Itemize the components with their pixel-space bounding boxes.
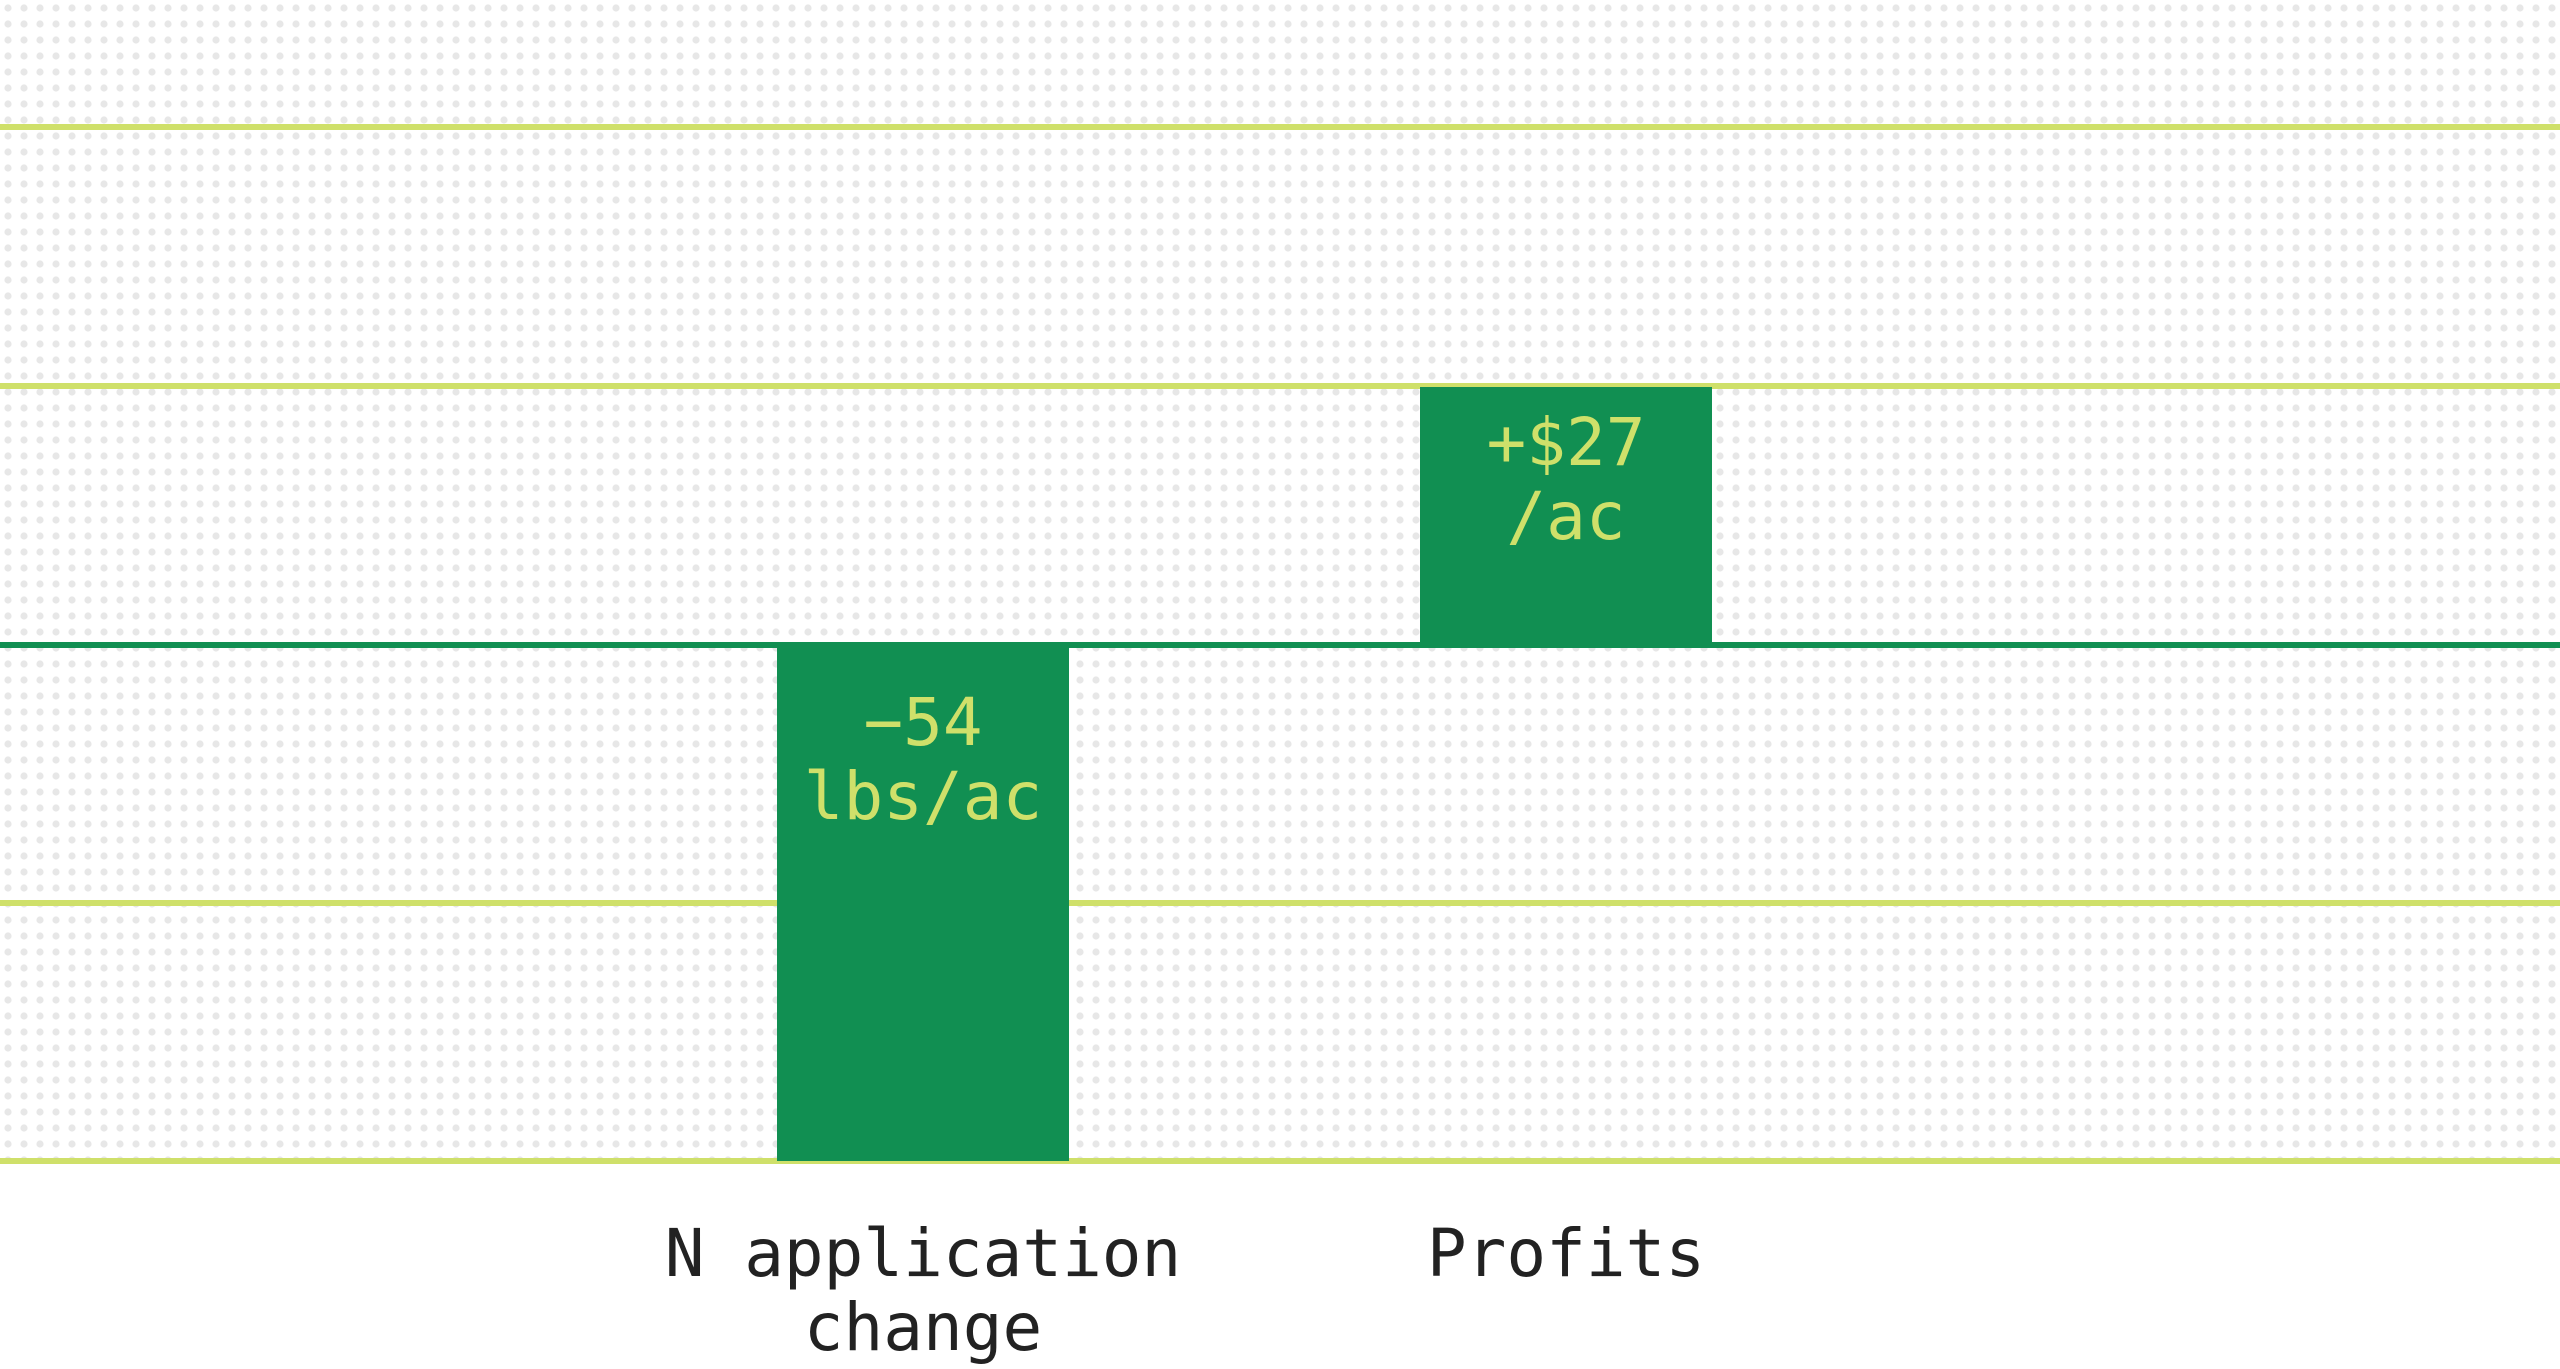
bar-value-label: +$27 xyxy=(1487,404,1646,481)
category-label: N application xyxy=(665,1215,1182,1292)
category-label: change xyxy=(804,1289,1042,1366)
category-label: Profits xyxy=(1427,1215,1705,1292)
dotted-background xyxy=(0,0,2560,1160)
bar-value-label: −54 xyxy=(863,684,982,761)
bar-value-label: /ac xyxy=(1506,478,1625,555)
bar xyxy=(1420,387,1712,645)
bar-value-label: lbs/ac xyxy=(804,758,1042,835)
bar xyxy=(777,645,1069,1161)
